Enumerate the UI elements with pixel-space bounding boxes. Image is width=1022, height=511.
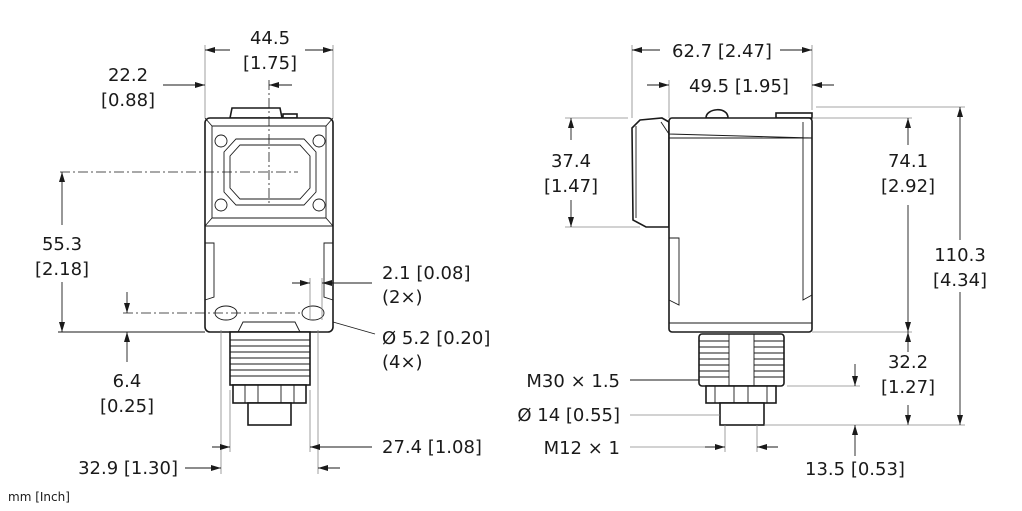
lens-height-mm: 55.3 bbox=[42, 234, 82, 255]
lens-height-side-mm: 37.4 bbox=[551, 151, 591, 172]
lens-height-side-in: [1.47] bbox=[544, 176, 598, 197]
overall-depth: 62.7 [2.47] bbox=[672, 41, 772, 62]
thread-label: M30 × 1.5 bbox=[526, 371, 620, 392]
screw-icons bbox=[214, 134, 326, 212]
body-height-mm: 74.1 bbox=[888, 151, 928, 172]
front-width-mm: 44.5 bbox=[250, 28, 290, 49]
side-view-sensor bbox=[631, 108, 813, 426]
body-depth: 49.5 [1.95] bbox=[689, 76, 789, 97]
front-view-sensor bbox=[204, 107, 334, 426]
overall-height-in: [4.34] bbox=[933, 270, 987, 291]
inner-spacing: 27.4 [1.08] bbox=[382, 437, 482, 458]
plug-length: 13.5 [0.53] bbox=[805, 459, 905, 480]
slot-count: (2×) bbox=[382, 287, 423, 308]
body-height-in: [2.92] bbox=[881, 176, 935, 197]
hole-offset-mm: 6.4 bbox=[113, 371, 142, 392]
front-width-in: [1.75] bbox=[243, 53, 297, 74]
slot-dimension: 2.1 [0.08] bbox=[382, 263, 470, 284]
hole-count: (4×) bbox=[382, 352, 423, 373]
hole-diameter: Ø 5.2 [0.20] bbox=[382, 328, 490, 349]
units-note: mm [Inch] bbox=[8, 490, 70, 504]
hole-offset-in: [0.25] bbox=[100, 396, 154, 417]
outer-spacing: 32.9 [1.30] bbox=[78, 458, 178, 479]
connector-length-mm: 32.2 bbox=[888, 352, 928, 373]
half-width-mm: 22.2 bbox=[108, 65, 148, 86]
connector-length-in: [1.27] bbox=[881, 377, 935, 398]
overall-height-mm: 110.3 bbox=[934, 245, 986, 266]
plug-thread-label: M12 × 1 bbox=[544, 438, 620, 459]
half-width-in: [0.88] bbox=[101, 90, 155, 111]
lens-height-in: [2.18] bbox=[35, 259, 89, 280]
plug-diameter-label: Ø 14 [0.55] bbox=[517, 405, 620, 426]
